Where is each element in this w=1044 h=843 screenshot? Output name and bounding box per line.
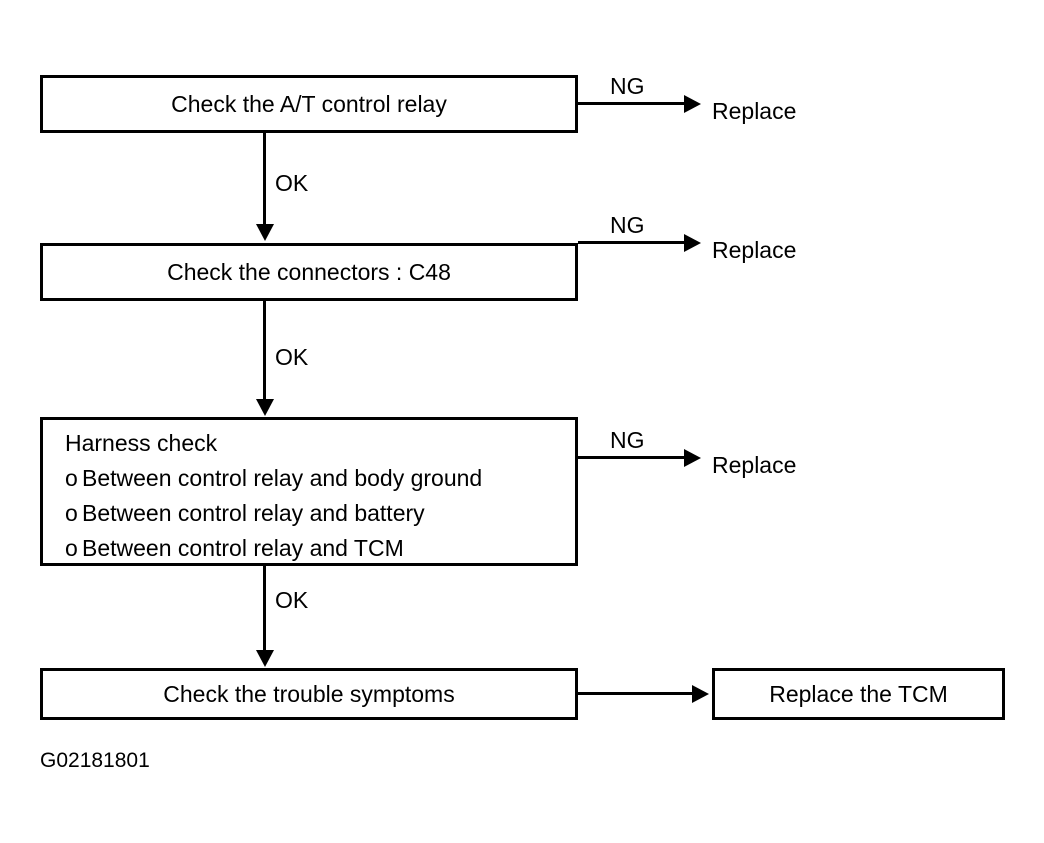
ng-label-1: NG: [610, 73, 645, 99]
ng-arrowhead-2: [684, 234, 701, 252]
ok-label-2: OK: [275, 344, 309, 370]
bullet-icon: o: [65, 465, 78, 491]
ok-arrowhead-2: [256, 399, 274, 416]
ng-connector-line-3: [578, 456, 688, 459]
ng-connector-line-1: [578, 102, 688, 105]
harness-check-item-2-label: Between control relay and battery: [82, 500, 425, 526]
figure-caption: G02181801: [40, 749, 150, 772]
ok-connector-line-1: [263, 133, 266, 226]
step-box-trouble-symptoms[interactable]: Check the trouble symptoms: [40, 668, 578, 720]
ng-target-replace-3: Replace: [712, 452, 797, 478]
step-label-at-control-relay: Check the A/T control relay: [171, 90, 447, 117]
harness-check-title: Harness check: [65, 430, 218, 456]
ng-connector-line-2: [578, 241, 688, 244]
ok-label-1: OK: [275, 170, 309, 196]
harness-check-item-3-label: Between control relay and TCM: [82, 535, 404, 561]
bullet-icon: o: [65, 500, 78, 526]
ok-connector-line-2: [263, 301, 266, 401]
step-label-connectors: Check the connectors : C48: [167, 258, 451, 285]
result-arrowhead: [692, 685, 709, 703]
harness-check-item-1-label: Between control relay and body ground: [82, 465, 483, 491]
step-label-trouble-symptoms: Check the trouble symptoms: [163, 680, 455, 707]
ok-arrowhead-1: [256, 224, 274, 241]
ok-label-3: OK: [275, 587, 309, 613]
ng-target-replace-2: Replace: [712, 237, 797, 263]
result-box-replace-tcm[interactable]: Replace the TCM: [712, 668, 1005, 720]
step-box-connectors[interactable]: Check the connectors : C48: [40, 243, 578, 301]
result-label-replace-tcm: Replace the TCM: [769, 680, 948, 707]
ok-connector-line-3: [263, 566, 266, 652]
ng-label-2: NG: [610, 212, 645, 238]
step-box-at-control-relay[interactable]: Check the A/T control relay: [40, 75, 578, 133]
result-connector-line: [578, 692, 696, 695]
ng-arrowhead-3: [684, 449, 701, 467]
bullet-icon: o: [65, 535, 78, 561]
ng-target-replace-1: Replace: [712, 98, 797, 124]
ng-label-3: NG: [610, 427, 645, 453]
ng-arrowhead-1: [684, 95, 701, 113]
ok-arrowhead-3: [256, 650, 274, 667]
